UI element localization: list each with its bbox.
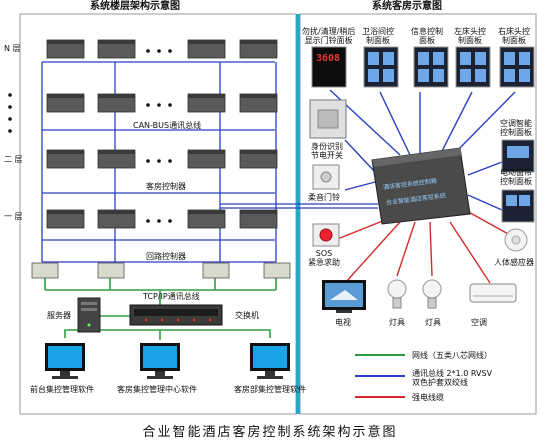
room-number-display: 3608 [316,53,341,64]
lamp-2-label: 灯具 [425,318,441,327]
network-lines [44,278,277,340]
tv-label: 电视 [335,318,351,327]
ellipsis-dots [8,49,172,223]
software-center: 客房集控管理中心软件 [117,385,197,394]
card-switch-label: 身份识别 节电开关 [311,142,343,160]
room-controller-box [371,147,471,225]
can-bus-label: CAN-BUS通讯总线 [133,121,202,130]
loop-controller-label: 回路控制器 [146,252,186,261]
software-front-desk: 前台集控管理软件 [30,385,94,394]
curtain-panel-label: 电动窗帘 控制面板 [500,168,532,186]
bell-label: 柔音门铃 [308,193,340,202]
sensor-label: 人体感应器 [494,258,534,267]
right-bed-panel-label: 右床头控 制面板 [498,27,530,45]
dnd-panel-label: 勿扰/清理/稍后 显示门铃面板 [302,27,356,45]
info-panel-label: 信息控制 面板 [411,27,443,45]
room-controller-label: 客房控制器 [146,182,186,191]
diagram-caption: 合业智能酒店客房控制系统架构示意图 [142,425,398,440]
room-panels [309,46,535,252]
ac-panel-label: 空调智能 控制面板 [500,119,532,137]
legend-swatches [355,354,405,398]
left-bed-panel-label: 左床头控 制面板 [454,27,486,45]
switch-icon [129,304,223,326]
monitor-icons [45,343,290,379]
appliance-icons [322,279,517,313]
right-title: 系统客房示意图 [372,1,442,12]
floor-n-label: N 层 [4,44,21,53]
ac-label: 空调 [471,318,487,327]
bath-panel-label: 卫浴间控 制面板 [362,27,394,45]
left-title: 系统楼层架构示意图 [90,1,180,12]
sos-label: SOS 紧急求助 [308,249,340,267]
tcpip-label: TCP/IP通讯总线 [143,292,200,301]
floor-2-label: 二 层 [4,155,23,164]
legend-power: 强电线缆 [412,393,444,402]
lamp-1-label: 灯具 [389,318,405,327]
floor-controllers [46,39,278,229]
legend-network: 网线（五类八芯网线） [412,351,492,360]
switch-label: 交换机 [235,311,259,320]
server-icon [77,297,101,333]
server-label: 服务器 [47,311,71,320]
floor-1-label: 一 层 [4,212,23,221]
software-housekeeping: 客房部集控管理软件 [234,385,306,394]
loop-controllers [31,262,291,279]
controller-tops [47,40,277,214]
legend-bus: 通讯总线 2*1.0 RVSV 双色护套双绞线 [412,369,493,387]
